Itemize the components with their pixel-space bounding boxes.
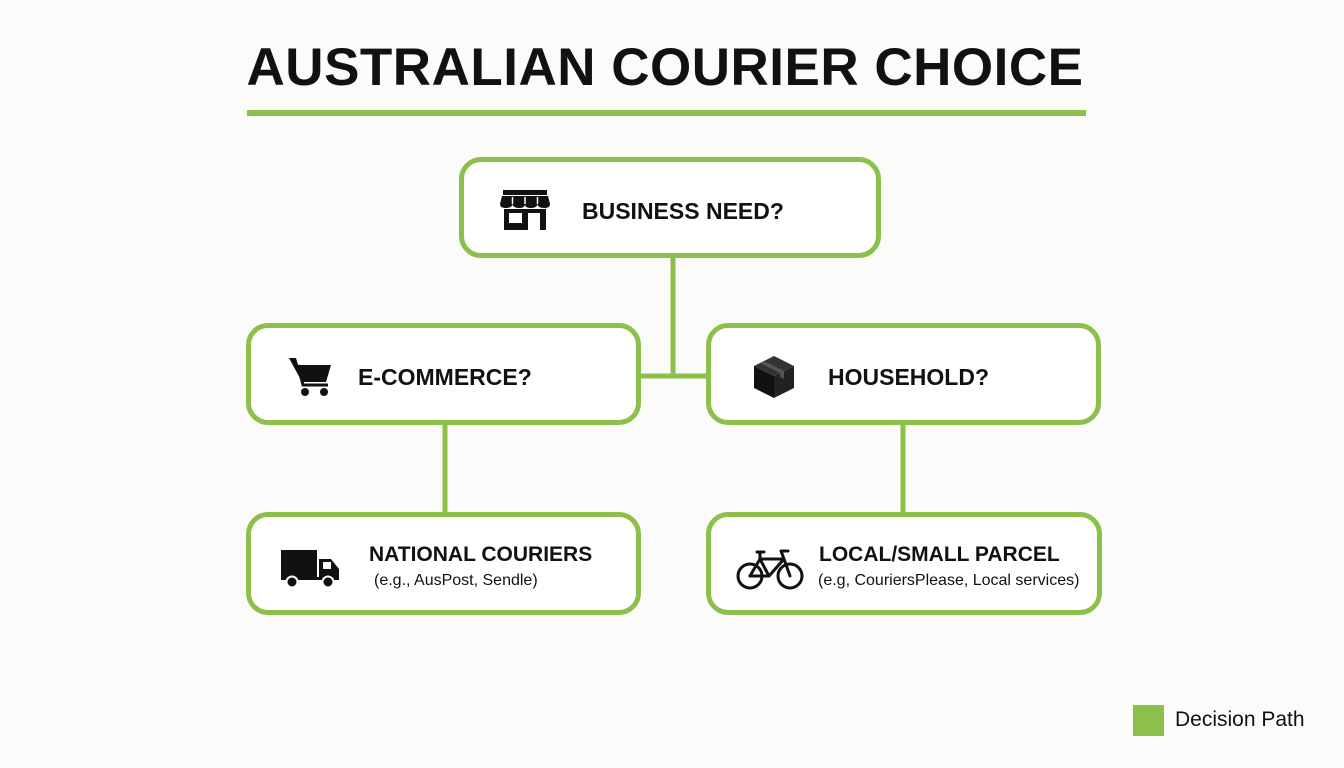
- delivery-truck-icon: [281, 550, 339, 589]
- node-national-couriers-label: NATIONAL COURIERS: [369, 543, 593, 566]
- node-ecommerce-label: E-COMMERCE?: [358, 364, 532, 390]
- node-local-small-parcel-examples: (e.g, CouriersPlease, Local services): [818, 572, 1080, 589]
- node-local-small-parcel: LOCAL/SMALL PARCEL (e.g, CouriersPlease,…: [706, 512, 1102, 615]
- node-business-need: BUSINESS NEED?: [459, 157, 881, 258]
- node-household-label: HOUSEHOLD?: [828, 364, 989, 390]
- node-business-need-label: BUSINESS NEED?: [582, 198, 784, 224]
- node-national-couriers-examples: (e.g., AusPost, Sendle): [374, 572, 538, 589]
- legend-label: Decision Path: [1175, 708, 1305, 731]
- bicycle-icon: [736, 549, 804, 590]
- legend-swatch: [1133, 705, 1164, 736]
- page-title: AUSTRALIAN COURIER CHOICE: [246, 38, 1084, 97]
- shopping-cart-icon: [289, 358, 331, 396]
- node-local-small-parcel-label: LOCAL/SMALL PARCEL: [819, 543, 1060, 566]
- title-underline: [247, 110, 1086, 116]
- package-box-icon: [754, 356, 794, 398]
- node-household: HOUSEHOLD?: [706, 323, 1101, 425]
- node-national-couriers: NATIONAL COURIERS (e.g., AusPost, Sendle…: [246, 512, 641, 615]
- storefront-icon: [500, 190, 550, 230]
- node-ecommerce: E-COMMERCE?: [246, 323, 641, 425]
